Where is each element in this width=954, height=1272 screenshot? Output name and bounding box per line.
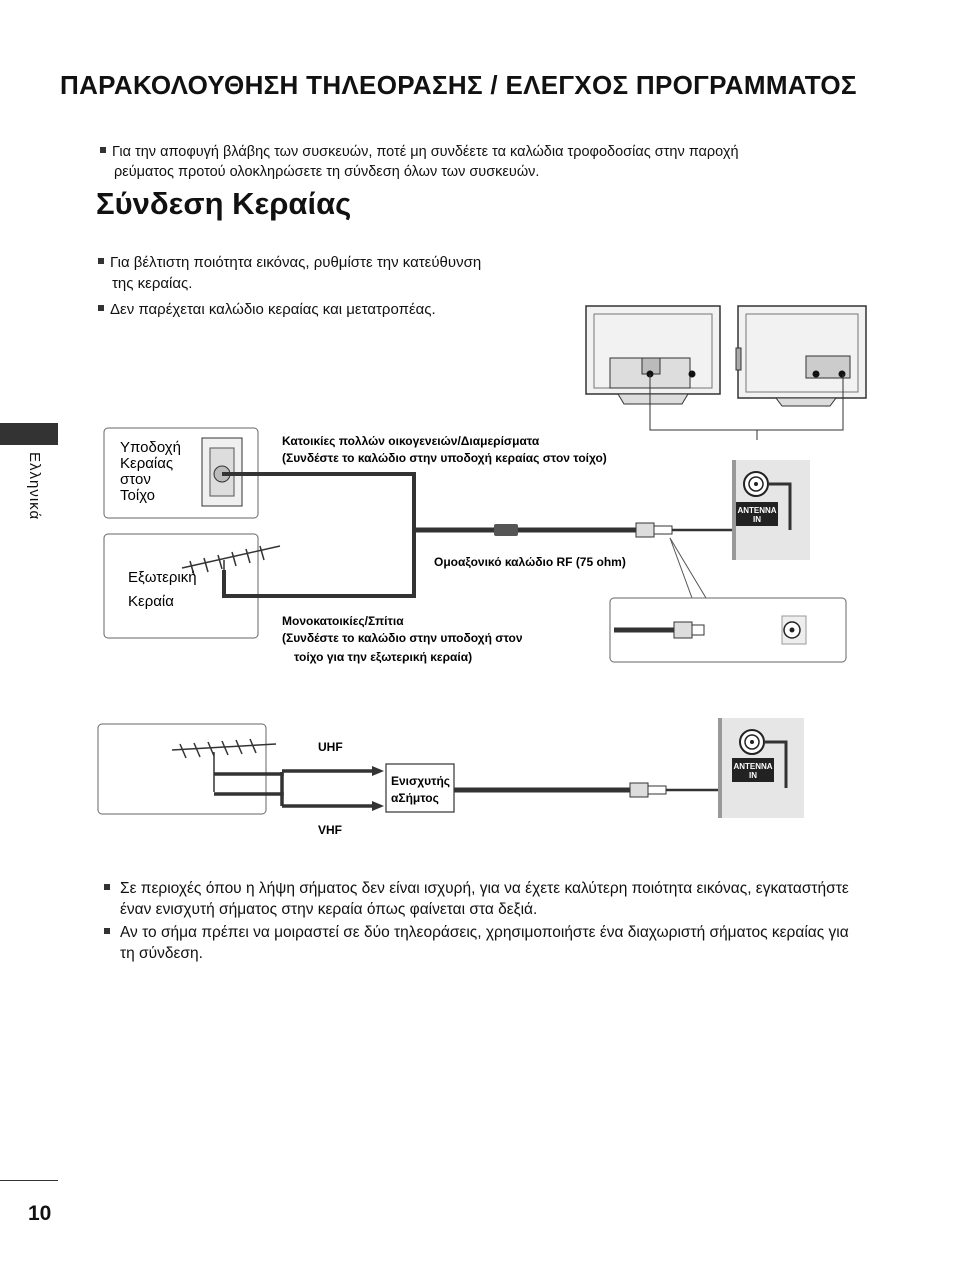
tv-antenna-port-panel: ANTENNA IN bbox=[732, 460, 810, 560]
amplifier-connection-diagram: UHF VHF Ενισχυτής αΣήμτος ANTENNA IN bbox=[97, 718, 804, 837]
antenna-port-label-1: ANTENNA bbox=[737, 506, 776, 515]
bullet-icon bbox=[104, 884, 110, 890]
wall-socket-label-1: Υποδοχή bbox=[120, 439, 181, 456]
bullet-icon bbox=[98, 305, 104, 312]
coax-cable-label: Ομοαξονικό καλώδιο RF (75 ohm) bbox=[434, 555, 626, 569]
outdoor-antenna-label-1: Εξωτερική bbox=[128, 569, 197, 586]
uhf-label: UHF bbox=[318, 740, 343, 754]
tv-rear-right-icon bbox=[735, 305, 867, 407]
wall-socket-label-2: Κεραίας bbox=[120, 455, 173, 472]
signal-amplifier-box: Ενισχυτής αΣήμτος bbox=[385, 763, 455, 813]
cable-ferrite-icon bbox=[494, 524, 518, 536]
multi-family-note: (Συνδέστε το καλώδιο στην υποδοχή κεραία… bbox=[282, 451, 607, 465]
antenna-connection-diagram: Υποδοχή Κεραίας στον Τοίχο Εξωτερική Κερ… bbox=[103, 427, 847, 664]
warning-note: Για την αποφυγή βλάβης των συσκευών, ποτ… bbox=[100, 142, 820, 182]
outdoor-antenna-label-2: Κεραία bbox=[128, 593, 174, 610]
wall-socket-label-3: στον bbox=[120, 471, 151, 488]
vhf-label: VHF bbox=[318, 823, 342, 837]
warning-line-2: ρεύματος προτού ολοκληρώσετε τη σύνδεση … bbox=[114, 164, 540, 180]
antenna-port-label-2: IN bbox=[749, 771, 757, 780]
amplifier-label-2: αΣήμτος bbox=[391, 791, 439, 805]
outdoor-antenna-icon bbox=[181, 545, 281, 598]
page-number-rule bbox=[0, 1180, 58, 1181]
signal-note-1: Σε περιοχές όπου η λήψη σήματος δεν είνα… bbox=[120, 880, 849, 918]
antenna-port-label-2: IN bbox=[753, 515, 761, 524]
section-title: Σύνδεση Κεραίας bbox=[96, 186, 352, 221]
note-1-line-1: Για βέλτιστη ποιότητα εικόνας, ρυθμίστε … bbox=[110, 254, 482, 271]
signal-note-2: Αν το σήμα πρέπει να μοιραστεί σε δύο τη… bbox=[120, 924, 849, 962]
connector-zoom-inset bbox=[609, 597, 847, 663]
page-header-title: ΠΑΡΑΚΟΛΟΥΘΗΣΗ ΤΗΛΕΟΡΑΣΗΣ / ΕΛΕΓΧΟΣ ΠΡΟΓΡ… bbox=[60, 70, 857, 100]
bullet-icon bbox=[104, 928, 110, 934]
coax-plug-icon bbox=[629, 782, 667, 798]
warning-line-1: Για την αποφυγή βλάβης των συσκευών, ποτ… bbox=[112, 144, 739, 160]
single-family-title: Μονοκατοικίες/Σπίτια bbox=[282, 614, 404, 628]
tv-rear-left-icon bbox=[585, 305, 721, 405]
tv-antenna-port-panel: ANTENNA IN bbox=[718, 718, 804, 818]
multi-family-title: Κατοικίες πολλών οικογενειών/Διαμερίσματ… bbox=[282, 434, 540, 448]
note-1-line-2: της κεραίας. bbox=[112, 275, 193, 292]
coax-plug-icon bbox=[635, 522, 673, 538]
antenna-notes: Για βέλτιστη ποιότητα εικόνας, ρυθμίστε … bbox=[98, 252, 568, 325]
bullet-icon bbox=[98, 258, 104, 265]
note-2: Δεν παρέχεται καλώδιο κεραίας και μετατρ… bbox=[110, 301, 436, 318]
wall-socket-label-4: Τοίχο bbox=[120, 487, 155, 504]
language-tab-marker bbox=[0, 423, 58, 445]
single-family-note-1: (Συνδέστε το καλώδιο στην υποδοχή στον bbox=[282, 631, 523, 645]
tv-rear-illustrations bbox=[585, 305, 867, 440]
amplifier-label-1: Ενισχυτής bbox=[391, 774, 450, 788]
page-number: 10 bbox=[28, 1202, 52, 1225]
single-family-note-2: τοίχο για την εξωτερική κεραία) bbox=[294, 650, 472, 664]
outdoor-antenna-icon bbox=[171, 738, 277, 792]
bullet-icon bbox=[100, 147, 106, 154]
signal-notes: Σε περιοχές όπου η λήψη σήματος δεν είνα… bbox=[104, 878, 874, 966]
antenna-port-label-1: ANTENNA bbox=[733, 762, 772, 771]
language-label: Ελληνικά bbox=[26, 452, 43, 521]
